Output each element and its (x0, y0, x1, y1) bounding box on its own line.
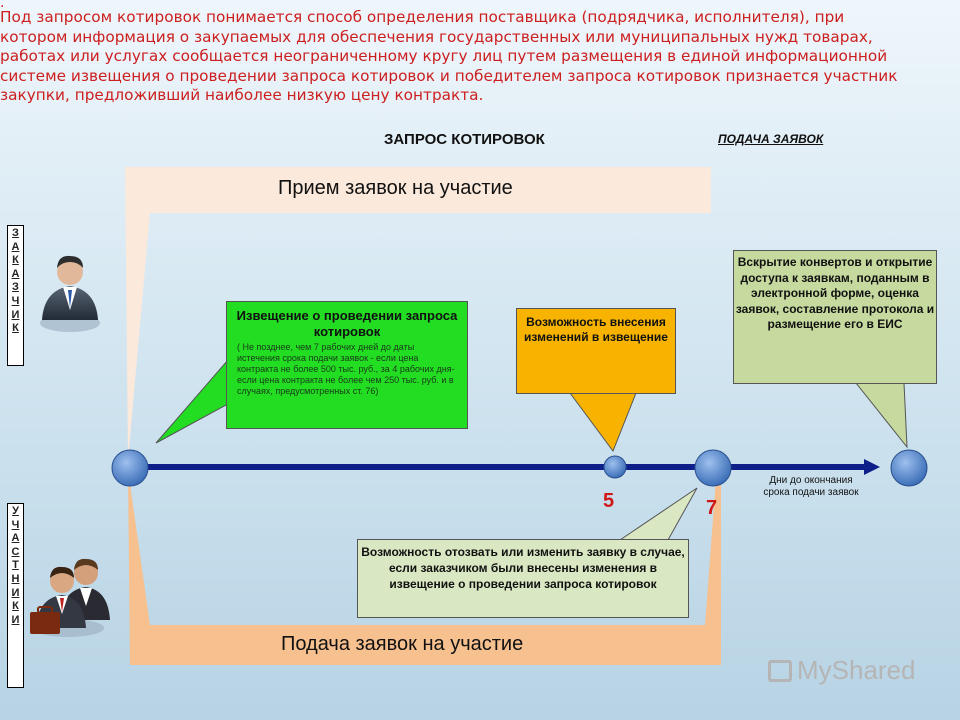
sidebar-letter: К (12, 600, 19, 613)
intro-paragraph: . Под запросом котировок понимается спос… (0, 0, 905, 106)
intro-dot: . (0, 0, 5, 11)
sidebar-letter: А (11, 532, 20, 545)
sidebar-letter: З (12, 227, 19, 239)
withdraw-box: Возможность отозвать или изменить заявку… (357, 539, 689, 618)
diagram-title: ЗАПРОС КОТИРОВОК (384, 131, 545, 148)
notice-box-title: Извещение о проведении запроса котировок (236, 308, 458, 339)
sidebar-letter: И (11, 308, 20, 321)
diagram-subtitle: ПОДАЧА ЗАЯВОК (718, 132, 824, 146)
change-notice-text: Возможность внесения изменений в извещен… (524, 315, 668, 344)
opening-box: Вскрытие конвертов и открытие доступа к … (733, 250, 937, 384)
sidebar-letter: З (12, 281, 19, 294)
watermark-text: MyShared (797, 655, 916, 685)
notice-box-details: ( Не позднее, чем 7 рабочих дней до даты… (237, 342, 455, 396)
sidebar-letter: Н (11, 572, 20, 585)
sidebar-letter: У (12, 505, 19, 517)
withdraw-callout-pointer (618, 487, 698, 541)
days-axis-label: Дни до окончания срока подачи заявок (763, 475, 859, 498)
sidebar-letter: К (12, 254, 19, 267)
change-callout-pointer (569, 392, 637, 453)
sidebar-letter: А (11, 240, 20, 253)
sidebar-letter: И (11, 586, 20, 599)
sidebar-letter: И (11, 613, 20, 626)
change-notice-box: Возможность внесения изменений в извещен… (516, 308, 676, 394)
day-5-label: 5 (603, 490, 615, 512)
sidebar-letter: Т (12, 559, 19, 572)
timeline-arrowhead (864, 459, 880, 475)
watermark-icon (768, 660, 792, 682)
customer-person-icon (40, 255, 100, 332)
sidebar-letter: Ч (11, 294, 20, 307)
intro-text: Под запросом котировок понимается способ… (0, 8, 898, 105)
top-band (125, 167, 711, 460)
opening-text: Вскрытие конвертов и открытие доступа к … (735, 255, 935, 331)
timeline-node-day-7 (694, 449, 732, 487)
band-top-label: Прием заявок на участие (278, 177, 513, 199)
withdraw-text: Возможность отозвать или изменить заявку… (361, 545, 685, 591)
watermark-logo: MyShared (768, 655, 916, 686)
participants-people-icon (30, 558, 110, 637)
timeline-node-day-5 (603, 455, 627, 479)
sidebar-letter: Ч (11, 518, 20, 531)
bottom-band (128, 470, 721, 665)
sidebar-letter: А (11, 267, 20, 280)
sidebar-letter: С (11, 545, 20, 558)
notice-callout-pointer (155, 358, 229, 444)
opening-callout-pointer (854, 382, 908, 449)
notice-box: Извещение о проведении запроса котировок… (226, 301, 468, 429)
sidebar-letter: К (12, 322, 19, 335)
timeline-node-start (111, 449, 149, 487)
timeline-node-end (890, 449, 928, 487)
day-7-label: 7 (706, 497, 718, 519)
band-bottom-label: Подача заявок на участие (281, 633, 524, 655)
